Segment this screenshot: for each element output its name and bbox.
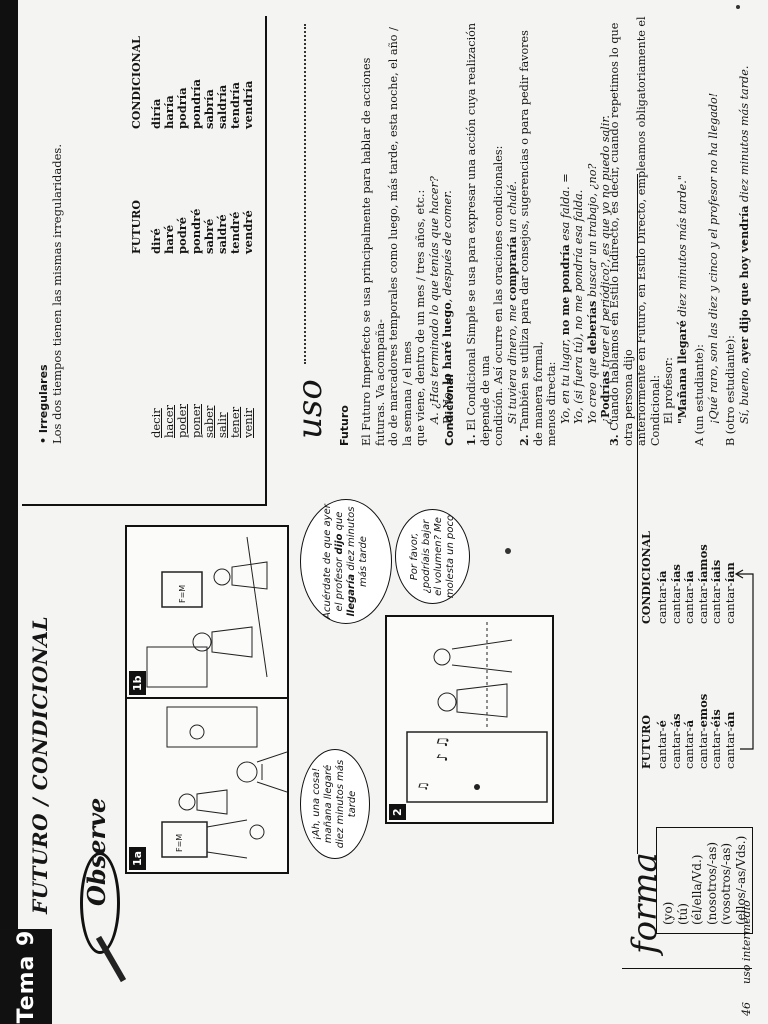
observe-label: Observe — [82, 797, 111, 906]
futuro-conjugation: cantar-é cantar-ás cantar-á cantar-emos … — [655, 693, 737, 769]
person-label: (nosotros/-as) — [704, 841, 719, 925]
futuro-heading: Futuro — [338, 405, 351, 446]
classroom-illustration: F=M — [161, 706, 287, 859]
panel-1b: 1b F=M — [125, 525, 289, 699]
svg-text:♫: ♫ — [416, 781, 430, 792]
tema-tab: Tema 9 — [0, 929, 52, 1024]
panel-2: 2 ♪ ♫ ♫ — [385, 615, 554, 824]
irregular-futuro-header: FUTURO — [130, 200, 143, 254]
scan-speck — [505, 548, 511, 554]
person-label: (él/ella/Vd.) — [690, 854, 704, 925]
speech-bubble-1b: Acuérdate de que ayer el profesor dijo q… — [300, 499, 392, 624]
speech-bubble-2: Por favor, ¿podríais bajar el volumen? M… — [395, 509, 470, 604]
conjugation-arrows — [735, 569, 754, 750]
door-illustration: ♪ ♫ ♫ — [406, 622, 548, 803]
infinitives-column: decir hacer poder poner saber salir tene… — [149, 404, 256, 438]
persons-box: (yo) (tú) (él/ella/Vd.) (nosotros/-as) (… — [656, 826, 753, 934]
page-spine-bar — [0, 0, 18, 1024]
panel-1a: 1a F=M — [125, 695, 289, 874]
speech-bubble-1a: ¡Ah, una cosa! mañana llegaré diez minut… — [300, 749, 370, 859]
irregulares-subtitle: Los dos tiempos tienen las mismas irregu… — [50, 144, 64, 444]
forma-bracket-rule — [622, 968, 752, 969]
svg-text:F=M: F=M — [178, 585, 187, 603]
condicional-heading: Condicional — [443, 374, 456, 446]
condicional-point-2: 2. También se utiliza para dar consejos,… — [517, 30, 612, 446]
irregular-condicional-header: CONDICIONAL — [130, 36, 143, 129]
scan-speck — [742, 241, 745, 244]
book-name: uso intermedio — [740, 900, 753, 984]
uso-dotted-rule — [304, 24, 306, 364]
svg-text:F=M: F=M — [175, 834, 184, 852]
tema-label: Tema 9 — [13, 929, 39, 1024]
classroom-illustration: F=M — [146, 536, 268, 688]
futuro-header: FUTURO — [640, 715, 653, 769]
person-label: (vosotros/-as) — [719, 842, 733, 925]
irregulares-heading: • Irregulares — [37, 364, 50, 444]
condicional-header: CONDICIONAL — [640, 531, 653, 624]
condicional-conjugation: cantar-ía cantar-ías cantar-ía cantar-ía… — [655, 544, 737, 624]
person-label: (tú) — [675, 903, 690, 925]
page-number: 46 — [740, 1002, 753, 1016]
svg-text:♪ ♫: ♪ ♫ — [435, 736, 451, 762]
page-title: FUTURO / CONDICIONAL — [28, 615, 52, 914]
uso-title: uso — [290, 379, 330, 439]
condicional-point-1: 1. El Condicional Simple se usa para exp… — [464, 22, 519, 446]
futuro-paragraph: El Futuro Imperfecto se usa principalmen… — [360, 27, 454, 446]
scan-speck — [736, 5, 740, 9]
person-label: (yo) — [661, 901, 675, 925]
condicional-point-3: 3. Cuando hablamos en Estilo Indirecto, … — [607, 16, 751, 446]
